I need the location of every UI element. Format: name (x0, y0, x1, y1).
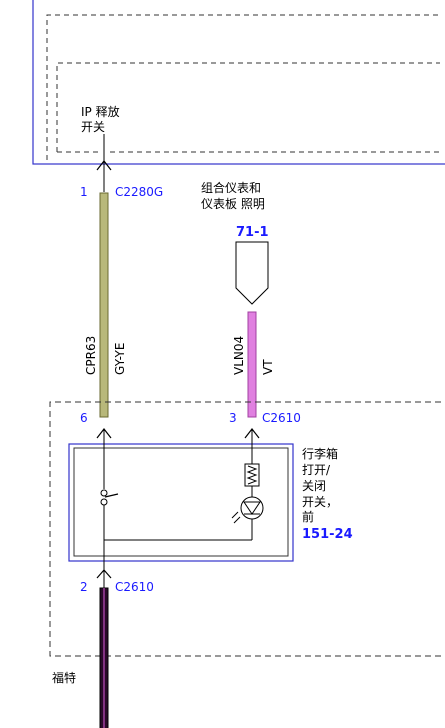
switch-label-line1: 行李箱 (302, 446, 338, 461)
wire-vt (247, 311, 257, 418)
switch-contact-bottom (100, 498, 108, 506)
wire-left-color: GY-YE (113, 343, 127, 375)
top-connector-arrow (96, 160, 112, 171)
switch-label-line5: 前 (302, 509, 314, 524)
led-lamp-icon (240, 496, 264, 520)
switch-ref: 151-24 (302, 527, 353, 542)
top-inner-dash-outer (46, 14, 440, 160)
cluster-ref: 71-1 (236, 225, 269, 240)
mid-connector-id: C2610 (262, 411, 301, 425)
wire-right-color: VT (261, 359, 275, 375)
ip-switch-label-line1: IP 释放 (81, 104, 120, 119)
led-ray-2 (233, 516, 241, 524)
switch-label-line2: 打开/ (302, 463, 331, 477)
switch-component-inner (73, 447, 289, 557)
switch-label-line4: 开关， (302, 495, 338, 509)
switch-contact-top (100, 489, 108, 497)
mid-connector-pin-right: 3 (229, 411, 237, 425)
switch-blade (104, 493, 119, 498)
switch-component-outer (68, 443, 294, 562)
mid-connector-pin-left: 6 (80, 411, 88, 425)
top-connector-id: C2280G (115, 185, 163, 199)
top-module-frame (32, 0, 445, 165)
lower-dashed-area (49, 401, 441, 657)
top-inner-dash-inner (56, 62, 440, 152)
cluster-connector-shape (235, 241, 269, 305)
top-connector-pin: 1 (80, 185, 88, 199)
led-triangle (243, 501, 261, 515)
mid-connector-arrow-left (96, 428, 112, 439)
led-ray-1 (231, 511, 239, 519)
cluster-label-line1: 组合仪表和 (201, 180, 261, 195)
mid-connector-arrow-right (244, 428, 260, 439)
resistor-zigzag (246, 465, 258, 485)
ip-switch-label-line2: 开关 (81, 120, 105, 134)
area-label: 福特 (52, 670, 76, 685)
bottom-connector-id: C2610 (115, 580, 154, 594)
wire-right-circuit: VLN04 (232, 336, 246, 375)
bottom-connector-arrow (96, 569, 112, 579)
cluster-label-line2: 仪表板 照明 (201, 197, 265, 211)
wire-left-circuit: CPR63 (84, 336, 98, 375)
switch-label-line3: 关闭 (302, 479, 326, 493)
wire-gy-ye (99, 192, 109, 418)
bottom-connector-pin: 2 (80, 580, 88, 594)
